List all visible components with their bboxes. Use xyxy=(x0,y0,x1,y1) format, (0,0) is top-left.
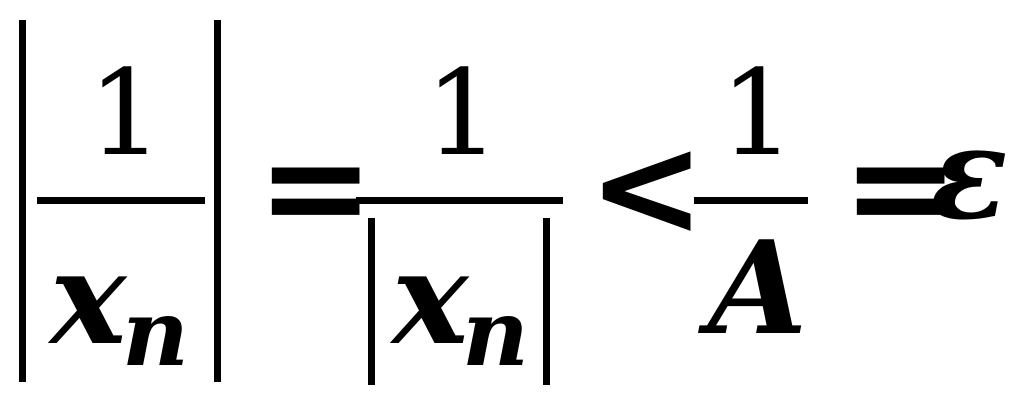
lhs-numerator: 1 xyxy=(88,44,164,182)
less-than-sign: < xyxy=(588,106,706,269)
middle-denominator-variable: x xyxy=(392,224,469,374)
middle-fraction-bar xyxy=(356,197,563,204)
abs-bar-right xyxy=(214,20,221,382)
right-denominator: A xyxy=(708,214,808,364)
lhs-denominator-variable: x xyxy=(50,224,127,374)
epsilon-symbol: ε xyxy=(930,99,1008,249)
middle-numerator: 1 xyxy=(425,44,501,182)
middle-abs-bar-right xyxy=(543,218,550,385)
equals-sign-1: = xyxy=(257,106,375,269)
right-numerator: 1 xyxy=(720,44,796,182)
abs-bar-left xyxy=(19,20,26,382)
right-fraction-bar xyxy=(694,197,808,204)
lhs-denominator-subscript: n xyxy=(122,279,189,387)
middle-denominator-subscript: n xyxy=(462,279,529,387)
middle-abs-bar-left xyxy=(368,218,375,385)
lhs-fraction-bar xyxy=(37,197,205,204)
equals-sign-2: = xyxy=(842,106,960,269)
